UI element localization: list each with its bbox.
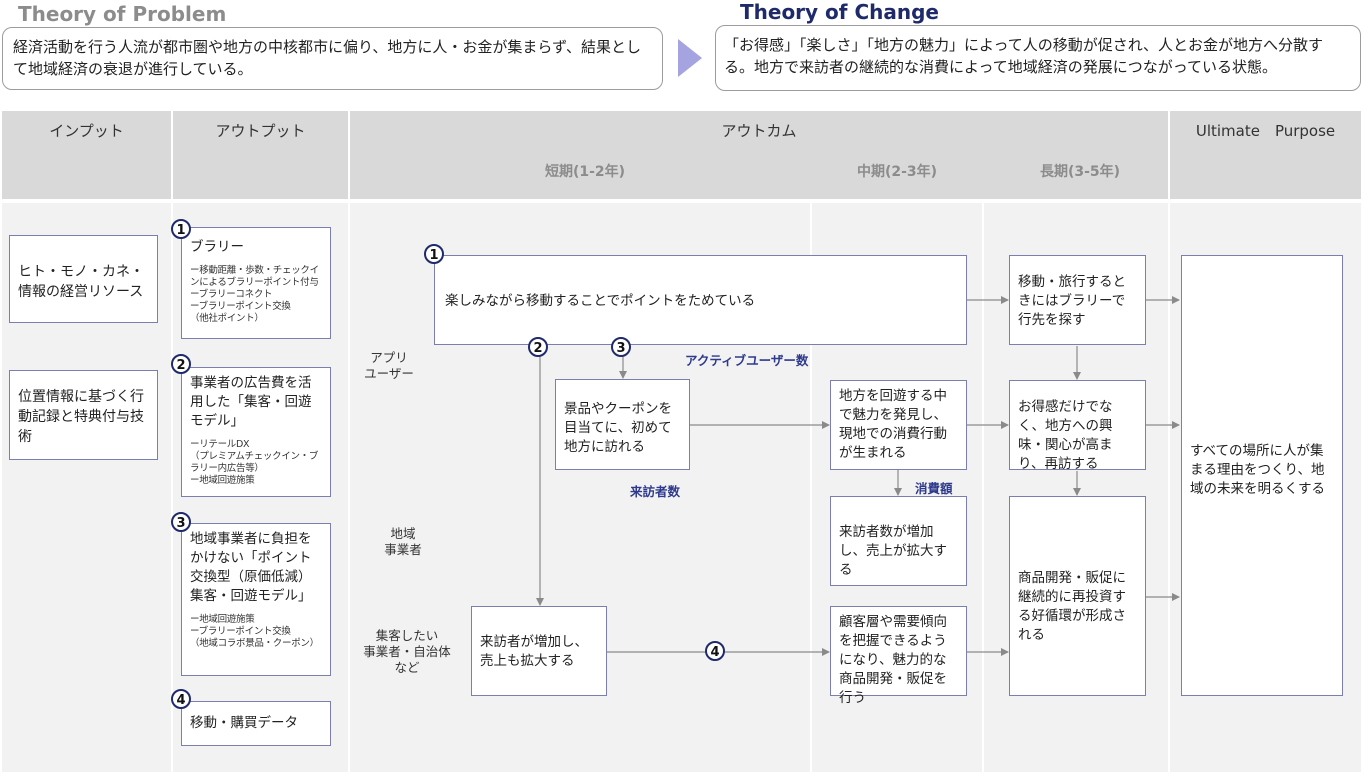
flow-number-1: 1 <box>424 244 444 264</box>
outcome-first-visit-text: 景品やクーポンを目当てに、初めて地方に訪れる <box>564 401 672 455</box>
outcome-fun-move: 楽しみながら移動することでポイントをためている <box>434 255 967 345</box>
input-technology-text: 位置情報に基づく行動記録と特典付与技術 <box>18 389 144 445</box>
problem-heading: Theory of Problem <box>18 2 227 26</box>
output-ad-model-details: ーリテールDX （プレミアムチェックイン・ブラリー内広告等） ー地域回遊施策 <box>190 439 319 486</box>
actor-attract-business: 集客したい 事業者・自治体 など <box>363 628 451 675</box>
output-data-title: 移動・購買データ <box>190 715 298 731</box>
ultimate-purpose-box: すべての場所に人が集まる理由をつくり、地域の未来を明るくする <box>1181 255 1343 696</box>
output-data: 移動・購買データ <box>181 701 331 746</box>
output-number-4: 4 <box>171 689 191 709</box>
label-outcome: アウトカム <box>721 122 797 140</box>
label-ultimate: Ultimate Purpose <box>1195 122 1336 140</box>
output-ad-model: 事業者の広告費を活用した「集客・回遊モデル」 ーリテールDX （プレミアムチェッ… <box>181 367 331 497</box>
flow-number-3: 3 <box>611 337 631 357</box>
outcome-travel-brally: 移動・旅行するときにはブラリーで行先を探す <box>1009 255 1146 345</box>
outcome-visitors-up-short: 来訪者が増加し、売上も拡大する <box>471 606 607 696</box>
actor-local-business: 地域 事業者 <box>384 526 422 557</box>
change-text: 「お得感」「楽しさ」「地方の魅力」によって人の移動が促され、人とお金が地方へ分散… <box>724 36 1323 76</box>
problem-box: 経済活動を行う人流が都市圏や地方の中核都市に偏り、地方に人・お金が集まらず、結果… <box>2 27 663 90</box>
output-ad-model-title: 事業者の広告費を活用した「集客・回遊モデル」 <box>190 375 312 429</box>
input-technology: 位置情報に基づく行動記録と特典付与技術 <box>9 370 158 460</box>
header-outcome <box>350 111 1168 199</box>
outcome-revisit: お得感だけでなく、地方への興味・関心が高まり、再訪する <box>1009 380 1146 472</box>
outcome-reinvest-text: 商品開発・販促に継続的に再投資する好循環が形成される <box>1018 570 1126 643</box>
output-number-2: 2 <box>171 354 191 374</box>
label-mid-term: 中期(2-3年) <box>856 164 938 180</box>
outcome-visitors-up-mid: 来訪者数が増加し、売上が拡大する <box>830 496 967 586</box>
metric-spending: 消費額 <box>915 481 953 496</box>
arrow-right-icon <box>678 39 702 77</box>
label-output: アウトプット <box>215 122 306 140</box>
label-short-term: 短期(1-2年) <box>544 164 626 180</box>
input-resources: ヒト・モノ・カネ・情報の経営リソース <box>9 235 158 323</box>
output-point-model-details: ー地域回遊施策 ーブラリーポイント交換 （地域コラボ景品・クーポン） <box>190 614 319 649</box>
header-input <box>2 111 171 199</box>
metric-active-users: アクティブユーザー数 <box>685 353 809 368</box>
header-output <box>173 111 348 199</box>
output-number-1: 1 <box>171 219 191 239</box>
outcome-grasp: 顧客層や需要傾向を把握できるようになり、魅力的な商品開発・販促を行う <box>830 606 967 706</box>
label-long-term: 長期(3-5年) <box>1039 164 1121 180</box>
outcome-visitors-up-mid-text: 来訪者数が増加し、売上が拡大する <box>839 524 947 578</box>
output-brally-details: ー移動距離・歩数・チェックインによるブラリーポイント付与 ーブラリーコネクト ー… <box>190 265 319 324</box>
actor-app-user: アプリ ユーザー <box>364 350 414 381</box>
outcome-reinvest: 商品開発・販促に継続的に再投資する好循環が形成される <box>1009 496 1146 696</box>
ultimate-purpose-text: すべての場所に人が集まる理由をつくり、地域の未来を明るくする <box>1190 443 1325 497</box>
outcome-visitors-up-short-text: 来訪者が増加し、売上も拡大する <box>480 634 588 669</box>
outcome-discover-text: 地方を回遊する中で魅力を発見し、現地での消費行動が生まれる <box>839 388 947 461</box>
outcome-fun-move-text: 楽しみながら移動することでポイントをためている <box>445 293 756 309</box>
metric-visitors: 来訪者数 <box>630 484 681 499</box>
outcome-revisit-text: お得感だけでなく、地方への興味・関心が高まり、再訪する <box>1018 399 1113 472</box>
change-box: 「お得感」「楽しさ」「地方の魅力」によって人の移動が促され、人とお金が地方へ分散… <box>715 25 1361 91</box>
output-brally: ブラリー ー移動距離・歩数・チェックインによるブラリーポイント付与 ーブラリーコ… <box>181 227 331 339</box>
flow-number-2: 2 <box>528 337 548 357</box>
outcome-first-visit: 景品やクーポンを目当てに、初めて地方に訪れる <box>555 379 690 470</box>
input-resources-text: ヒト・モノ・カネ・情報の経営リソース <box>18 264 144 300</box>
flow-number-4: 4 <box>705 641 725 661</box>
output-number-3: 3 <box>171 512 191 532</box>
outcome-discover: 地方を回遊する中で魅力を発見し、現地での消費行動が生まれる <box>830 380 967 470</box>
problem-text: 経済活動を行う人流が都市圏や地方の中核都市に偏り、地方に人・お金が集まらず、結果… <box>13 38 642 78</box>
output-point-model: 地域事業者に負担をかけない「ポイント交換型（原価低減）集客・回遊モデル」 ー地域… <box>181 523 331 676</box>
header-ultimate <box>1170 111 1361 199</box>
label-input: インプット <box>49 122 124 140</box>
change-heading: Theory of Change <box>740 0 939 24</box>
output-brally-title: ブラリー <box>190 239 244 255</box>
outcome-grasp-text: 顧客層や需要傾向を把握できるようになり、魅力的な商品開発・販促を行う <box>839 614 947 706</box>
outcome-travel-brally-text: 移動・旅行するときにはブラリーで行先を探す <box>1018 274 1126 328</box>
output-point-model-title: 地域事業者に負担をかけない「ポイント交換型（原価低減）集客・回遊モデル」 <box>190 531 312 604</box>
